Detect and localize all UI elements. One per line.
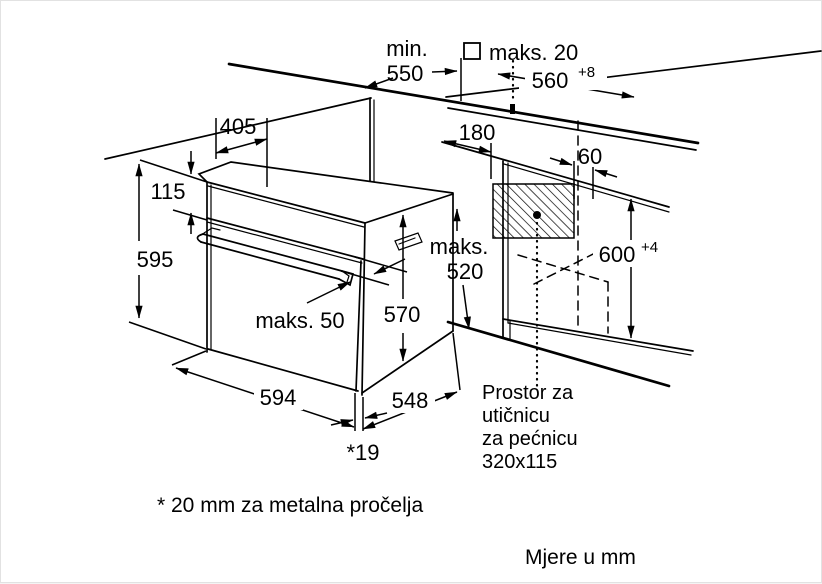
socket-center-dot [533,211,541,219]
annotations: Prostor za utičnicu za pećnicu 320x115 *… [157,382,636,569]
vent-slot [394,232,423,251]
dim-405: 405 [215,114,268,187]
dim-60-label: 60 [578,144,602,169]
dim-594: 594 [171,350,355,428]
side-bottom-edge [361,330,454,394]
oven [196,161,454,396]
dim-60: 60 [549,144,618,199]
dim-548: 548 [362,332,461,430]
dim-405-label: 405 [220,114,257,139]
oven-top-face [197,161,454,194]
dim-gap-maks-20: maks. 20 [463,40,578,65]
body-front-right-edge [361,222,366,396]
footnote: * 20 mm za metalna pročelja [157,494,423,517]
side-top-edge [364,193,454,224]
dim-548-label: 548 [392,388,429,413]
dim-550-prefix: min. [386,36,428,61]
gap-tick [510,104,515,114]
door-right-edge [355,260,362,392]
dim-594-label: 594 [260,385,297,410]
dimensions: min. 550 maks. 20 560 +8 180 60 [128,36,661,465]
socket-note-line4: 320x115 [482,451,557,473]
dim-19-label: *19 [346,440,379,465]
dim-maks-50: maks. 50 [255,256,408,333]
dim-560-tolerance: +8 [578,64,595,81]
socket-area-hatch [492,183,575,239]
dim-600: 600 +4 [593,198,661,339]
dim-550-label: 550 [387,61,424,86]
dim-180: 180 [443,120,496,179]
units-note: Mjere u mm [525,546,636,569]
dim-520-prefix: maks. [430,234,489,259]
dim-560: 560 +8 [497,64,635,99]
socket-note-line2: utičnicu [482,405,550,427]
dim-19: *19 [330,393,388,465]
socket-note-line1: Prostor za [482,382,574,404]
dim-maks-520: maks. 520 [430,208,489,330]
dim-570: 570 [384,214,421,362]
dim-gap-label: maks. 20 [489,40,578,65]
dim-570-label: 570 [384,302,421,327]
dim-115-label: 115 [150,179,185,204]
dim-550: min. 550 [364,36,462,101]
dim-600-tolerance: +4 [641,239,658,256]
cabinet-niche [441,59,694,391]
dim-600-label: 600 [599,242,636,267]
dim-560-label: 560 [532,68,569,93]
dim-115: 115 [150,151,208,234]
dim-520-label: 520 [447,259,484,284]
dim-595: 595 [128,159,208,350]
dim-595-label: 595 [137,247,174,272]
dim-maks-50-label: maks. 50 [255,308,344,333]
control-panel-bottom [206,217,364,260]
worktop-and-walls [104,50,822,183]
gap-square-icon [463,42,481,60]
dim-180-label: 180 [459,120,496,145]
socket-note-line3: za pećnicu [482,428,578,450]
